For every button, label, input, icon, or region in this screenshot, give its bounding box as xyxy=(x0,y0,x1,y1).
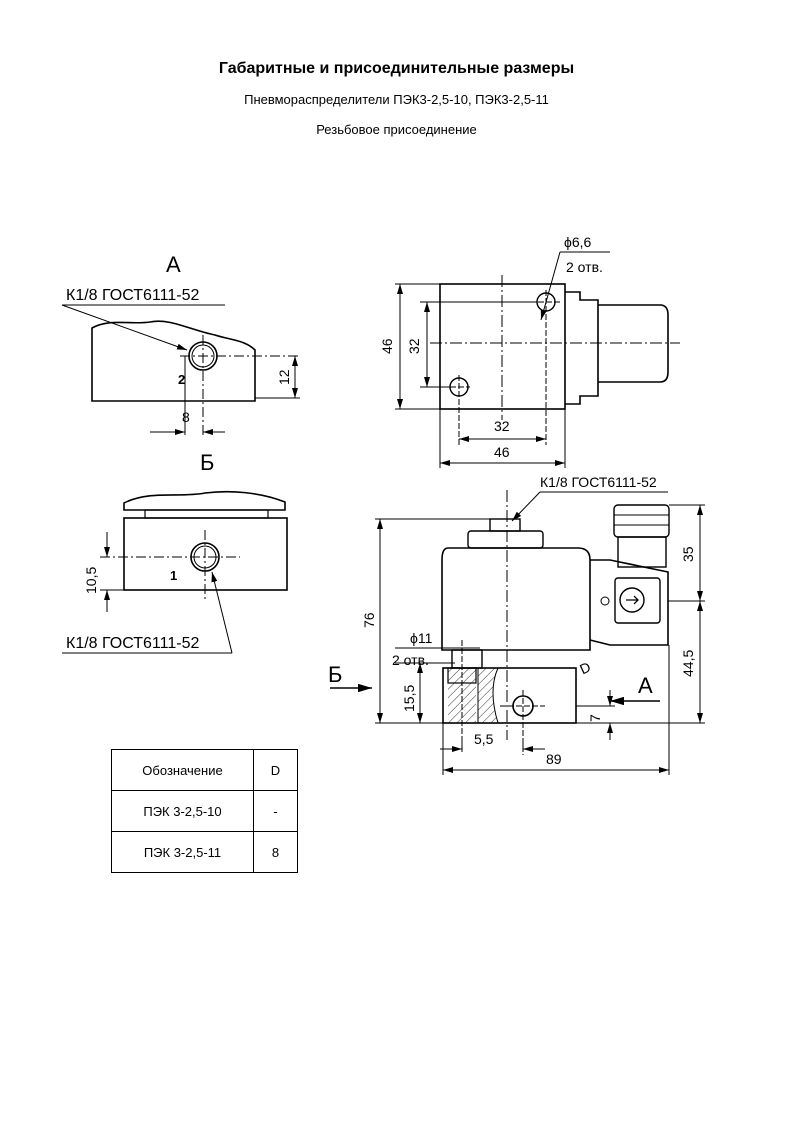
dim-front-89: 89 xyxy=(546,751,562,767)
dim-b-10-5: 10,5 xyxy=(83,567,99,594)
arrow-b-label: Б xyxy=(328,662,342,687)
table-cell: ПЭК 3-2,5-10 xyxy=(111,790,254,832)
view-b-label: Б xyxy=(200,450,214,475)
dim-top-46-h: 46 xyxy=(494,444,510,460)
port-2-label: 2 xyxy=(178,372,185,387)
arrow-a-label: А xyxy=(638,673,653,698)
top-view xyxy=(395,251,680,468)
view-a: А xyxy=(61,252,300,435)
dim-top-46-v: 46 xyxy=(379,338,395,354)
front-hole-diam: ϕ11 xyxy=(410,630,433,646)
designation-table: Обозначение D ПЭК 3-2,5-10 - ПЭК 3-2,5-1… xyxy=(111,749,298,873)
view-b-thread: К1/8 ГОСТ6111-52 xyxy=(66,635,199,652)
view-a-label: А xyxy=(166,252,181,277)
table-header-cell: Обозначение xyxy=(111,749,254,791)
table-cell: - xyxy=(253,790,298,832)
page-title: Габаритные и присоединительные размеры xyxy=(218,60,575,77)
table-header-row: Обозначение D xyxy=(111,749,298,791)
dim-front-44-5: 44,5 xyxy=(680,650,696,677)
dim-front-76: 76 xyxy=(361,612,377,628)
front-view xyxy=(330,490,705,775)
front-holes-count: 2 отв. xyxy=(392,652,429,668)
dim-a-8: 8 xyxy=(182,409,190,425)
dim-front-7: 7 xyxy=(587,714,603,722)
dim-top-32-v: 32 xyxy=(406,338,422,354)
dim-a-12: 12 xyxy=(276,369,292,385)
view-b: Б xyxy=(62,450,288,654)
dim-front-35: 35 xyxy=(680,546,696,562)
top-hole-diam: ϕ6,6 xyxy=(564,234,592,250)
table-header-cell: D xyxy=(253,749,298,791)
dim-front-15-5: 15,5 xyxy=(401,685,417,712)
view-a-thread: К1/8 ГОСТ6111-52 xyxy=(66,287,199,304)
table-cell: ПЭК 3-2,5-11 xyxy=(111,831,254,873)
front-thread: К1/8 ГОСТ6111-52 xyxy=(540,474,657,490)
page-subtitle: Пневмораспределители ПЭК3-2,5-10, ПЭК3-2… xyxy=(244,92,549,107)
top-holes-count: 2 отв. xyxy=(566,259,603,275)
table-row: ПЭК 3-2,5-10 - xyxy=(111,790,298,832)
table-cell: 8 xyxy=(253,831,298,873)
table-row: ПЭК 3-2,5-11 8 xyxy=(111,831,298,873)
dim-front-5-5: 5,5 xyxy=(474,731,494,747)
port-1-label: 1 xyxy=(170,568,177,583)
dim-top-32-h: 32 xyxy=(494,418,510,434)
d-label: D xyxy=(577,659,593,678)
connection-type: Резьбовое присоединение xyxy=(316,122,477,137)
